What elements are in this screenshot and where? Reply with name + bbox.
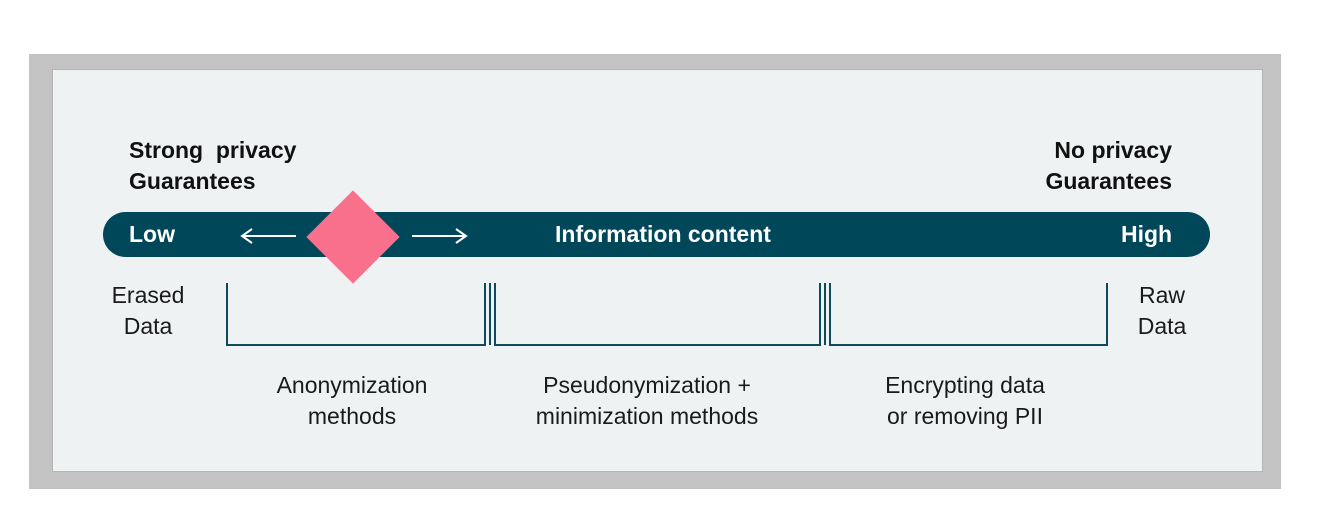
category-2-line-2: minimization methods xyxy=(535,403,759,429)
heading-strong-privacy: Strong privacy Guarantees xyxy=(129,135,296,197)
category-1-line-2: methods xyxy=(307,403,397,429)
category-encrypting: Encrypting data or removing PII xyxy=(835,370,1095,432)
category-2-line-1: Pseudonymization + xyxy=(543,372,751,398)
information-content-bar xyxy=(103,212,1210,257)
end-left-line-2: Data xyxy=(123,313,173,339)
category-3-line-2: or removing PII xyxy=(887,403,1043,429)
heading-right-line-2: Guarantees xyxy=(1045,168,1172,194)
end-left-line-1: Erased xyxy=(111,282,185,308)
category-3-line-1: Encrypting data xyxy=(885,372,1045,398)
end-label-erased-data: Erased Data xyxy=(98,280,198,342)
heading-no-privacy: No privacy Guarantees xyxy=(1045,135,1172,197)
arrow-right-icon xyxy=(412,228,468,244)
bar-label-information-content: Information content xyxy=(555,221,771,247)
category-anonymization: Anonymization methods xyxy=(232,370,472,432)
heading-left-line-2: Guarantees xyxy=(129,168,256,194)
end-right-line-2: Data xyxy=(1137,313,1187,339)
heading-left-line-1: Strong privacy xyxy=(129,137,297,163)
heading-right-line-1: No privacy xyxy=(1054,137,1172,163)
bar-label-high: High xyxy=(1121,221,1173,247)
category-1-line-1: Anonymization xyxy=(276,372,428,398)
category-pseudonymization: Pseudonymization + minimization methods xyxy=(492,370,802,432)
end-label-raw-data: Raw Data xyxy=(1112,280,1212,342)
bar-label-low: Low xyxy=(129,221,175,247)
arrow-left-icon xyxy=(240,228,296,244)
end-right-line-1: Raw xyxy=(1138,282,1185,308)
diagram-panel xyxy=(52,69,1263,472)
